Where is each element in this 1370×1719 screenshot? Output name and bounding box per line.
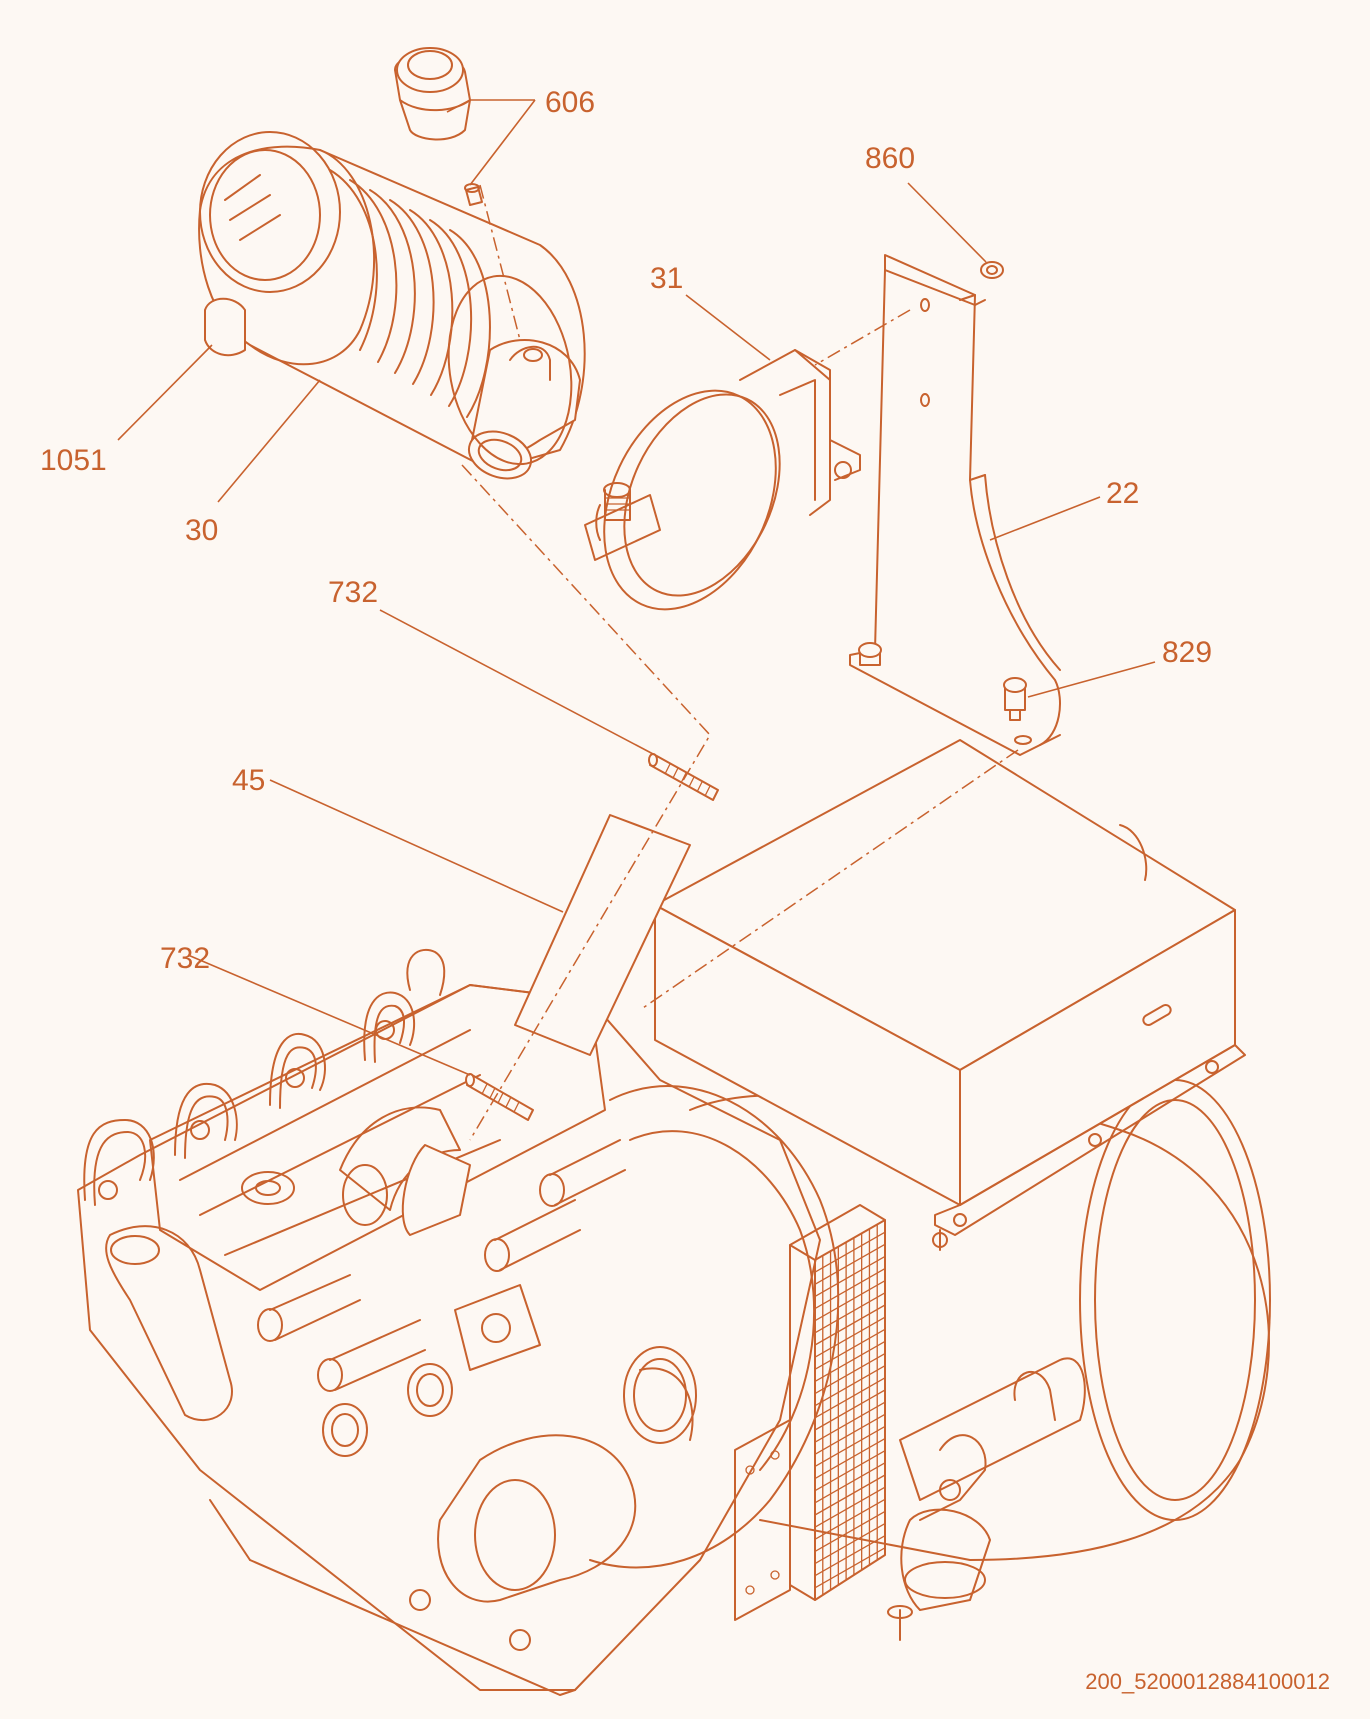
callout-31: 31 <box>650 262 683 295</box>
leader-lines <box>117 99 1156 1076</box>
callout-45: 45 <box>232 764 265 797</box>
drawing-code: 200_5200012884100012 <box>1085 1669 1330 1694</box>
callout-22: 22 <box>1106 477 1139 510</box>
callout-606: 606 <box>545 86 595 119</box>
callout-829: 829 <box>1162 636 1212 669</box>
callout-732-lower: 732 <box>160 942 210 975</box>
battery-box <box>654 739 1246 1251</box>
assembly-lines <box>461 184 1019 1141</box>
clamp-part-31 <box>584 349 861 611</box>
bolt-part-829 <box>1003 677 1027 721</box>
callout-732-upper: 732 <box>328 576 378 609</box>
air-filter-part-30 <box>198 131 586 480</box>
bracket-part-22 <box>849 254 1061 756</box>
nut-part-860 <box>980 261 1004 279</box>
callout-30: 30 <box>185 514 218 547</box>
indicator-part-606 <box>394 47 483 206</box>
callout-860: 860 <box>865 142 915 175</box>
hose-part-45 <box>401 814 691 1236</box>
cooling-grille <box>734 1204 886 1621</box>
stud-part-732-lower <box>465 1073 534 1121</box>
stud-part-732-upper <box>648 753 719 801</box>
engine-block <box>77 948 821 1696</box>
callout-1051: 1051 <box>40 444 107 477</box>
engine-mount <box>887 1357 1086 1641</box>
